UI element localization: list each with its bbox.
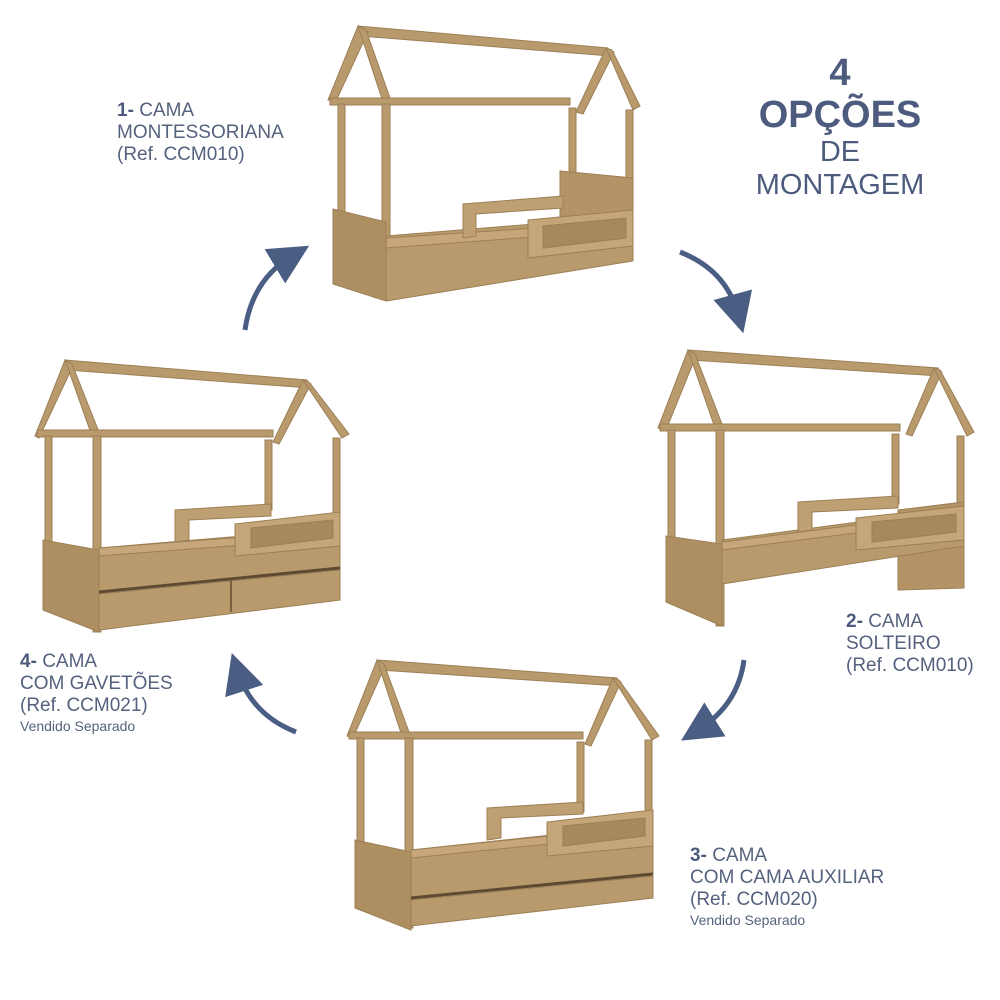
option-line2: SOLTEIRO: [846, 633, 941, 654]
option-ref: (Ref. CCM021): [20, 695, 148, 716]
option-line2: COM CAMA AUXILIAR: [690, 867, 885, 888]
option-line1: CAMA: [868, 611, 924, 632]
option-note: Vendido Separado: [20, 718, 136, 734]
option-line1: CAMA: [42, 651, 98, 672]
bed-montessoriana-illustration: [327, 25, 641, 302]
title-line3: DE: [819, 136, 861, 168]
title-word: OPÇÕES: [758, 94, 922, 136]
page-title: 4 OPÇÕES DE MONTAGEM: [735, 52, 945, 202]
title-line4: MONTAGEM: [755, 169, 925, 201]
option-number: 3-: [690, 845, 707, 866]
title-number: 4: [829, 52, 851, 94]
bed-solteiro-illustration: [657, 348, 975, 627]
option-3-label: 3- CAMA COM CAMA AUXILIAR (Ref. CCM020) …: [690, 845, 884, 929]
option-4-label: 4- CAMA COM GAVETÕES (Ref. CCM021) Vendi…: [20, 651, 173, 735]
bed-cama-auxiliar-illustration: [346, 658, 660, 931]
option-number: 4-: [20, 651, 37, 672]
option-line2: MONTESSORIANA: [117, 122, 284, 143]
option-number: 1-: [117, 100, 134, 121]
cycle-arrow-icon: [225, 245, 753, 741]
option-2-label: 2- CAMA SOLTEIRO (Ref. CCM010): [846, 611, 974, 677]
option-ref: (Ref. CCM010): [846, 655, 974, 676]
option-ref: (Ref. CCM010): [117, 144, 245, 165]
option-line2: COM GAVETÕES: [20, 673, 173, 694]
option-line1: CAMA: [712, 845, 768, 866]
option-line1: CAMA: [139, 100, 195, 121]
option-note: Vendido Separado: [690, 912, 806, 928]
option-1-label: 1- CAMA MONTESSORIANA (Ref. CCM010): [117, 100, 284, 166]
option-number: 2-: [846, 611, 863, 632]
option-ref: (Ref. CCM020): [690, 889, 818, 910]
bed-gavetoes-illustration: [34, 358, 350, 633]
